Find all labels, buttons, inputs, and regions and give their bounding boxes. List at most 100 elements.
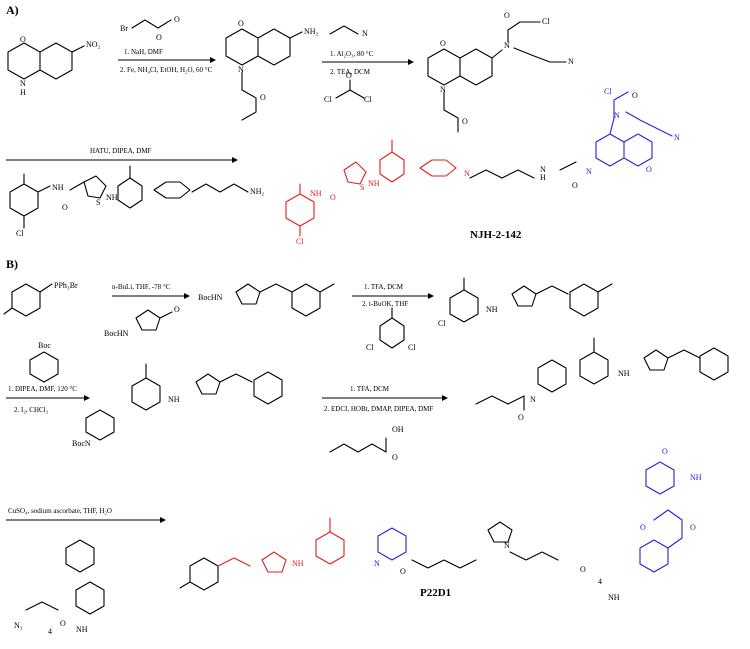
atom-o: O [572, 181, 578, 190]
atom-n: N [362, 29, 368, 38]
atom-n: N [674, 133, 680, 142]
atom-br: Br [120, 24, 128, 33]
atom-cl: Cl [604, 87, 612, 96]
atom-o: O [632, 91, 638, 100]
atom-nh: NH [310, 189, 322, 198]
atom-o: O [60, 619, 66, 628]
atom-n: N [374, 559, 380, 568]
cond-a1-1: 1. NaH, DMF [124, 48, 163, 56]
atom-n: N [238, 65, 244, 74]
cond-b2-2: 2. t-BuOK, THF [362, 300, 408, 308]
boc-label: Boc [38, 341, 51, 350]
compound-name-p22d1: P22D1 [420, 587, 451, 599]
atom-o: O [646, 165, 652, 174]
atom-nh: NH [168, 395, 180, 404]
atom-o: O [174, 305, 180, 314]
section-b-label: B) [6, 257, 18, 271]
atom-cl: Cl [542, 17, 550, 26]
atom-o: O [174, 15, 180, 24]
atom-oh: OH [392, 425, 404, 434]
amino-benzoxazine-ester-structure: O N NH₂ O [225, 19, 319, 121]
boc-amine: BocHN [198, 293, 223, 302]
atom-cl: Cl [364, 95, 372, 104]
atom-cl: Cl [16, 229, 24, 238]
cond-a2-1: 1. Al₂O₃, 80 °C [330, 50, 374, 58]
compound-name-njh: NJH-2-142 [470, 229, 522, 241]
atom-o: O [440, 39, 446, 48]
cond-b3-1: 1. DIPEA, DMF, 120 °C [8, 385, 77, 393]
alkyne-amide-structure: NH N O [475, 337, 729, 422]
atom-h: H [20, 88, 26, 97]
atom-o: O [504, 11, 510, 20]
atom-nh: NH [608, 593, 620, 602]
phosphonium-salt-structure: PPh₃Br [3, 281, 78, 317]
atom-o: O [260, 93, 266, 102]
atom-n: N [464, 169, 470, 178]
cond-b2-1: 1. TFA, DCM [364, 283, 404, 291]
atom-s: S [96, 198, 100, 207]
boc-piperazine-pyrimidine-structure: BocN NH [72, 363, 283, 448]
chloropyrimidine-thiazole-structure: Cl NH [438, 277, 613, 328]
boc-amine: BocHN [104, 329, 129, 338]
atom-s: S [360, 183, 364, 192]
subscript-4: 4 [48, 627, 52, 636]
atom-o: O [662, 447, 668, 456]
section-a-label: A) [6, 3, 19, 17]
atom-cl: Cl [324, 95, 332, 104]
cond-b4-1: 1. TFA, DCM [350, 385, 390, 393]
atom-n: N [614, 111, 620, 120]
cond-b3-2: 2. I₂, CHCl₃ [14, 406, 49, 414]
cond-b1: n-BuLi, THF, -78 °C [112, 283, 171, 291]
atom-o: O [346, 71, 352, 80]
atom-n: N [440, 85, 446, 94]
atom-o: O [62, 203, 68, 212]
step-b5: CuSO₄, sodium ascorbate, THF, H₂O N₃ O 4… [6, 507, 166, 636]
atom-cl: Cl [408, 343, 416, 352]
step-a3: HATU, DIPEA, DMF [6, 147, 238, 163]
atom-o: O [640, 523, 646, 532]
atom-nh: NH [690, 473, 702, 482]
atom-n: N [586, 167, 592, 176]
atom-n: N [540, 165, 546, 174]
step-b1: n-BuLi, THF, -78 °C BocHN O [104, 283, 190, 338]
p22d1-structure: NH N O N O 4 NH O NH O O P22D1 [179, 447, 702, 602]
subscript-4: 4 [598, 577, 602, 586]
atom-nh: NH [106, 193, 118, 202]
atom-h: H [540, 173, 546, 182]
boc-n: BocN [72, 439, 91, 448]
step-a1: Br O O 1. NaH, DMF 2. Fe, NH₄Cl, EtOH, H… [118, 15, 216, 74]
cond-a3: HATU, DIPEA, DMF [90, 147, 152, 155]
nitro-group: NO₂ [86, 40, 101, 49]
step-b4: 1. TFA, DCM 2. EDCI, HOBt, DMAP, DIPEA, … [322, 385, 448, 462]
atom-n: N [530, 395, 536, 404]
amine-group: NH₂ [304, 27, 319, 36]
atom-cl: Cl [366, 343, 374, 352]
step-a2: N 1. Al₂O₃, 80 °C 2. TEA, DCM Cl Cl O [322, 25, 414, 104]
cond-a1-2: 2. Fe, NH₄Cl, EtOH, H₂O, 60 °C [120, 66, 213, 74]
cond-a2-2: 2. TEA, DCM [330, 68, 371, 76]
atom-n: N [568, 57, 574, 66]
atom-n: N [504, 541, 510, 550]
atom-cl: Cl [296, 237, 304, 246]
atom-cl: Cl [438, 319, 446, 328]
atom-o: O [20, 35, 26, 44]
atom-o: O [330, 193, 336, 202]
atom-o: O [580, 565, 586, 574]
cond-b4-2: 2. EDCI, HOBt, DMAP, DIPEA, DMF [324, 405, 433, 413]
chloroacetamide-intermediate-structure: O N N O Cl N O [427, 11, 574, 133]
atom-nh: NH [368, 179, 380, 188]
azide-group: N₃ [14, 621, 23, 630]
amine-group: NH₂ [250, 187, 265, 196]
atom-nh: NH [76, 625, 88, 634]
nitro-benzoxazine-structure: O N H NO₂ [7, 35, 101, 97]
atom-nh: NH [618, 369, 630, 378]
atom-o: O [518, 413, 524, 422]
atom-n: N [20, 79, 26, 88]
atom-nh: NH [52, 183, 64, 192]
atom-o: O [400, 567, 406, 576]
atom-o: O [156, 33, 162, 42]
cond-b5: CuSO₄, sodium ascorbate, THF, H₂O [8, 507, 112, 515]
step-b3: Boc 1. DIPEA, DMF, 120 °C 2. I₂, CHCl₃ [6, 341, 90, 414]
atom-nh: NH [486, 305, 498, 314]
